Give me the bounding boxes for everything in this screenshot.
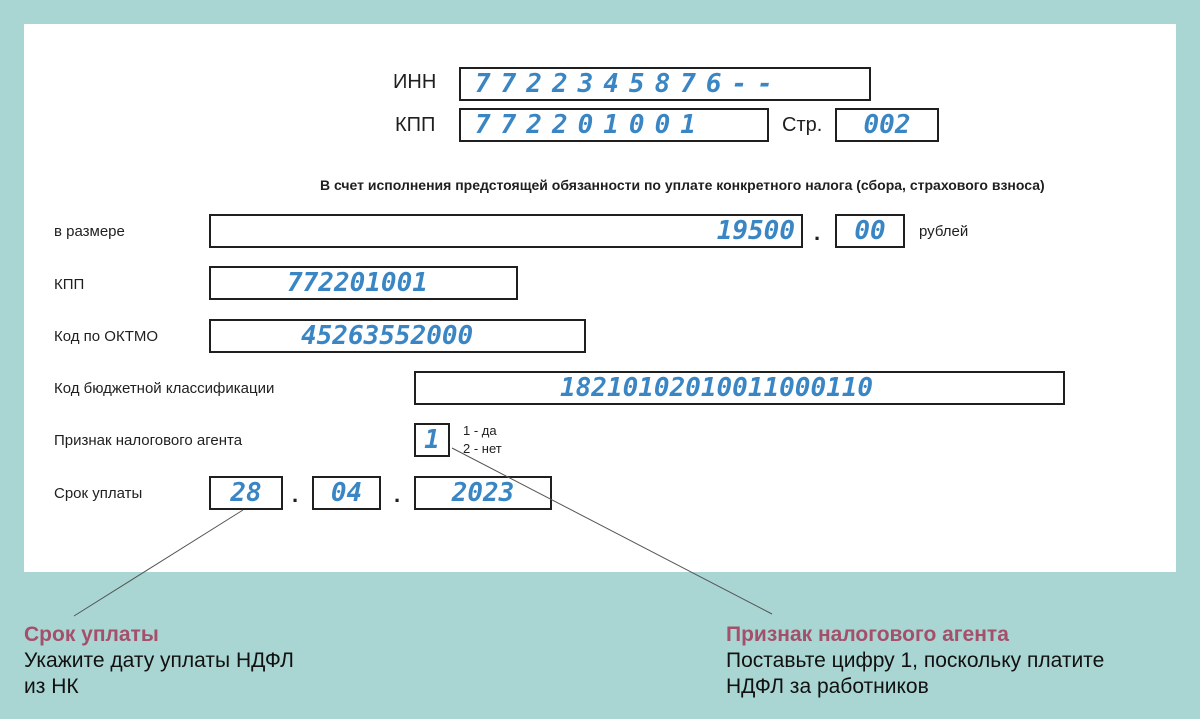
tax-agent-label: Признак налогового агента xyxy=(54,432,243,449)
oktmo-label: Код по ОКТМО xyxy=(54,328,159,345)
amount-kopecks-field[interactable]: 00 xyxy=(835,214,905,248)
due-date-label: Срок уплаты xyxy=(54,485,143,502)
kpp-header-label: КПП xyxy=(395,114,436,136)
tax-agent-callout: Признак налогового агента Поставьте цифр… xyxy=(726,622,1104,700)
tax-agent-callout-line-1: Поставьте цифру 1, поскольку платите xyxy=(726,649,1105,672)
amount-separator: . xyxy=(814,220,821,245)
section-heading: В счет исполнения предстоящей обязанност… xyxy=(320,177,1045,193)
tax-agent-callout-title: Признак налогового агента xyxy=(726,623,1009,646)
kpp-label: КПП xyxy=(54,276,85,293)
page-number-field[interactable]: 002 xyxy=(835,108,939,142)
due-date-callout-line-2: из НК xyxy=(24,675,79,698)
due-date-callout: Срок уплаты Укажите дату уплаты НДФЛ из … xyxy=(24,622,294,700)
due-day-field[interactable]: 28 xyxy=(209,476,283,510)
due-date-callout-line-1: Укажите дату уплаты НДФЛ xyxy=(24,649,294,672)
kpp-field[interactable]: 772201001 xyxy=(209,266,518,300)
kbk-label: Код бюджетной классификации xyxy=(54,380,275,397)
amount-unit-label: рублей xyxy=(919,223,969,240)
due-month-field[interactable]: 04 xyxy=(312,476,381,510)
due-date-separator-2: . xyxy=(394,482,401,507)
due-year-field[interactable]: 2023 xyxy=(414,476,552,510)
amount-rubles-field[interactable]: 19500 xyxy=(209,214,803,248)
due-date-separator-1: . xyxy=(292,482,299,507)
tax-agent-option-yes: 1 - да xyxy=(463,423,497,438)
tax-agent-callout-line-2: НДФЛ за работников xyxy=(726,675,929,698)
page-label: Стр. xyxy=(782,114,823,136)
due-date-callout-title: Срок уплаты xyxy=(24,623,159,646)
inn-field[interactable]: 7722345876-- xyxy=(459,67,871,101)
tax-agent-field[interactable]: 1 xyxy=(414,423,450,457)
form-sheet xyxy=(24,24,1176,572)
amount-label: в размере xyxy=(54,223,125,240)
kbk-field[interactable]: 18210102010011000110 xyxy=(414,371,1065,405)
kpp-header-field[interactable]: 772201001 xyxy=(459,108,769,142)
inn-label: ИНН xyxy=(393,71,437,93)
oktmo-field[interactable]: 45263552000 xyxy=(209,319,586,353)
tax-agent-option-no: 2 - нет xyxy=(463,441,502,456)
